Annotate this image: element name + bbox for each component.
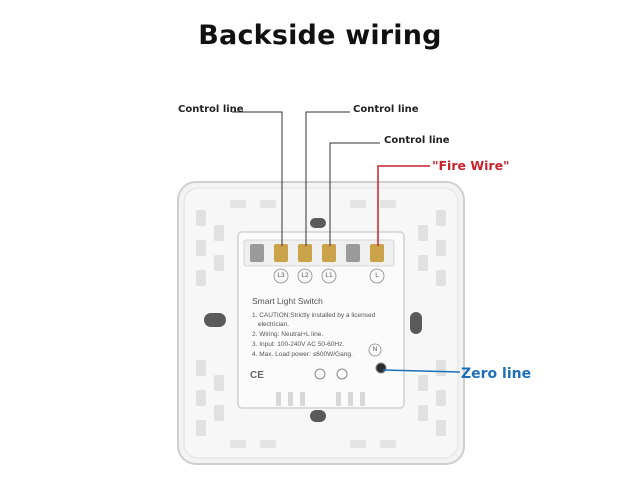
recycle-icon bbox=[336, 368, 348, 380]
ce-mark: CE bbox=[250, 370, 264, 381]
terminal-label-l: L bbox=[375, 272, 379, 279]
plate-vents-left bbox=[196, 210, 224, 436]
control-line-2-pointer bbox=[305, 111, 350, 246]
control-line-label-1: Control line bbox=[178, 104, 244, 115]
mount-hole-bottom bbox=[310, 410, 326, 422]
module-name: Smart Light Switch bbox=[252, 296, 323, 306]
module-spec-1-cont: electrician. bbox=[258, 321, 290, 328]
control-line-3-pointer bbox=[329, 142, 380, 246]
control-line-label-3: Control line bbox=[384, 135, 450, 146]
module-spec-3: 3. Input: 100-240V AC 50-60Hz. bbox=[252, 341, 345, 348]
zero-line-pointer bbox=[382, 369, 461, 373]
callout-lines bbox=[232, 111, 380, 246]
page-title: Backside wiring bbox=[198, 20, 442, 51]
switch-module bbox=[237, 231, 405, 409]
mount-hole-left bbox=[204, 313, 226, 327]
fire-wire-pointer bbox=[377, 165, 430, 246]
module-spec-4: 4. Max. Load power: ≤600W/Gang. bbox=[252, 351, 353, 358]
terminal-label-n: N bbox=[372, 346, 378, 353]
terminal-label-l2: L2 bbox=[301, 272, 309, 279]
terminal-label-l3: L3 bbox=[277, 272, 285, 279]
control-line-1-pointer bbox=[232, 111, 283, 246]
module-spec-1: 1. CAUTION:Strictly installed by a licen… bbox=[252, 312, 376, 319]
zero-line-label: Zero line bbox=[461, 366, 532, 382]
plate-vents-rows bbox=[230, 200, 396, 448]
plate-vents-right bbox=[418, 210, 446, 436]
terminal-label-l1: L1 bbox=[325, 272, 333, 279]
module-bottom-fins bbox=[276, 392, 365, 406]
mount-hole-top bbox=[310, 218, 326, 228]
terminal-label-circles bbox=[273, 268, 385, 357]
fire-wire-label: "Fire Wire" bbox=[432, 158, 510, 173]
mount-hole-right bbox=[410, 312, 422, 334]
certification-icon bbox=[314, 368, 326, 380]
terminal-screws bbox=[250, 244, 384, 262]
neutral-terminal-screw bbox=[375, 362, 387, 374]
module-spec-2: 2. Wiring: Neutral+L line. bbox=[252, 331, 324, 338]
control-line-label-2: Control line bbox=[353, 104, 419, 115]
